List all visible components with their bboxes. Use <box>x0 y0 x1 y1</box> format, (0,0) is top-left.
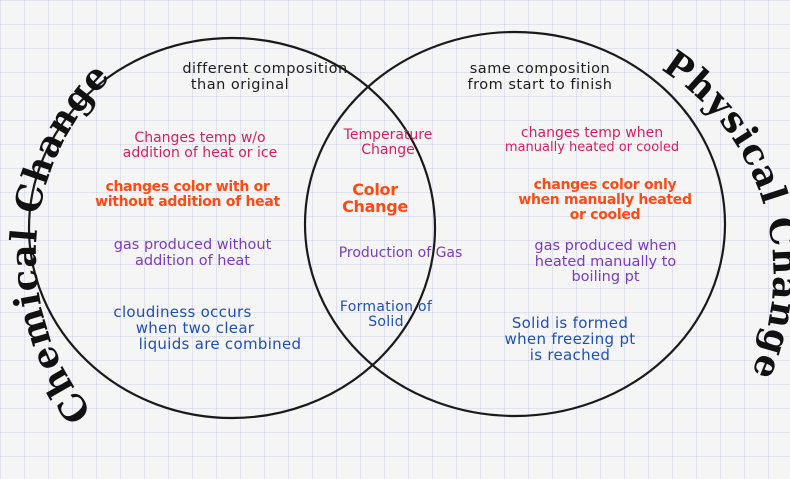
left-temp-line: addition of heat or ice <box>122 145 278 162</box>
left-temp-line: Changes temp w/o <box>134 130 266 146</box>
right-temp-line: manually heated or cooled <box>504 140 680 156</box>
center-solid-line: Formation of <box>339 299 433 315</box>
left-gas-item: gas produced without addition of heat <box>80 237 305 269</box>
center-temp-line: Change <box>361 142 415 159</box>
left-color-item: changes color with or without addition o… <box>75 179 300 211</box>
left-header-line: different composition <box>182 61 348 77</box>
left-gas-line: gas produced without <box>113 237 272 253</box>
right-color-item: changes color only when manually heated … <box>490 177 720 224</box>
left-color-line: changes color with or <box>105 179 270 195</box>
right-color-line: or cooled <box>569 207 641 224</box>
center-temp-line: Temperature <box>343 127 433 143</box>
left-temp-item: Changes temp w/o addition of heat or ice <box>85 130 315 162</box>
right-solid-item: Solid is formed when freezing pt is reac… <box>470 315 670 364</box>
left-header-line: than original <box>190 76 290 93</box>
right-header-line: same composition <box>469 61 611 77</box>
right-gas-line: gas produced when <box>534 238 677 254</box>
right-circle <box>303 30 727 418</box>
left-color-line: without addition of heat <box>95 194 280 211</box>
left-solid-line: cloudiness occurs <box>113 303 252 321</box>
right-solid-line: when freezing pt <box>504 330 636 349</box>
center-color-line: Change <box>342 197 408 217</box>
center-solid-line: Solid <box>368 314 404 331</box>
right-color-line: when manually heated <box>518 192 692 209</box>
left-solid-item: cloudiness occurs when two clear liquids… <box>80 304 350 353</box>
right-temp-line: changes temp when <box>520 125 664 141</box>
center-temp-item: Temperature Change <box>318 127 458 159</box>
right-gas-line: heated manually to <box>534 253 677 270</box>
right-color-line: changes color only <box>533 177 677 193</box>
right-gas-line: boiling pt <box>571 269 640 286</box>
center-color-item: Color Change <box>330 181 420 216</box>
center-solid-item: Formation of Solid <box>322 299 450 331</box>
right-gas-item: gas produced when heated manually to boi… <box>498 238 713 286</box>
center-color-line: Color <box>352 180 398 199</box>
right-header-line: from start to finish <box>467 76 613 93</box>
right-solid-line: Solid is formed <box>511 314 629 332</box>
right-temp-item: changes temp when manually heated or coo… <box>478 125 706 156</box>
right-solid-line: is reached <box>529 346 611 365</box>
center-gas-item: Production of Gas <box>318 245 483 261</box>
left-circle <box>27 36 437 420</box>
center-gas-line: Production of Gas <box>338 245 463 261</box>
left-solid-line: when two clear <box>135 319 255 338</box>
left-gas-line: addition of heat <box>135 252 250 269</box>
right-header: same composition from start to finish <box>430 61 650 93</box>
left-header: different composition than original <box>150 61 380 93</box>
left-solid-line: liquids are combined <box>138 335 302 354</box>
